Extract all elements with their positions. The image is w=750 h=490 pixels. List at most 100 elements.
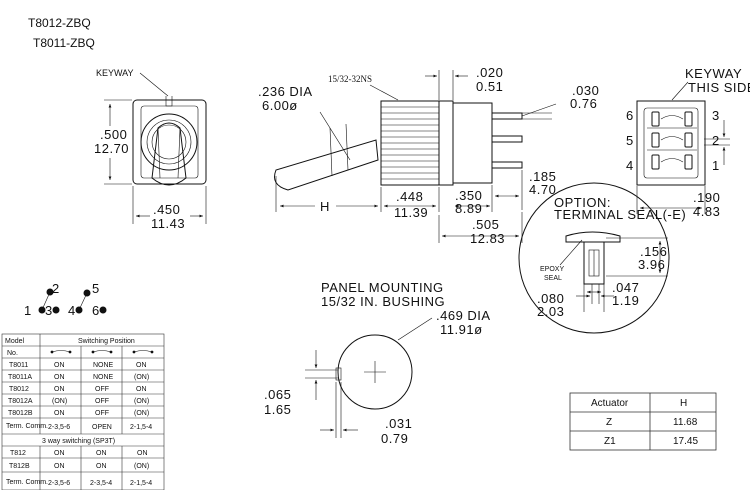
- table-row-model: T8012A: [8, 398, 33, 405]
- table-row-model: T8012B: [8, 410, 33, 417]
- rear-keyway-label: KEYWAY: [685, 66, 742, 81]
- schem-pin-3: 3: [45, 303, 53, 318]
- gap-mm: 0.51: [476, 79, 503, 94]
- table-cell: 2-3,5-6: [48, 424, 70, 431]
- panel-flat-in: .065: [264, 387, 291, 402]
- actuator-table: Actuator H Z 11.68 Z1 17.45: [569, 392, 717, 451]
- thread-label: 15/32-32NS: [328, 74, 372, 84]
- toggle-dia-in: .236 DIA: [258, 84, 313, 99]
- table-cell: (ON): [134, 374, 149, 381]
- table-header-no: No.: [7, 350, 18, 357]
- table-cell: 2-3,5-6: [48, 480, 70, 487]
- table-cell: 2-1,5-4: [130, 480, 152, 487]
- total-len-in: .505: [472, 217, 499, 232]
- table-cell: ON: [54, 450, 65, 457]
- seal-dim3-in: .080: [537, 291, 564, 306]
- table-header-model: Model: [5, 338, 25, 345]
- seal-detail: OPTION: TERMINAL SEAL(-E) EPOXY SEAL .15…: [518, 182, 686, 334]
- seal-dim1-mm: 3.96: [638, 257, 665, 272]
- table-cell: OPEN: [92, 424, 112, 431]
- table-cell: ON: [136, 362, 147, 369]
- bushing-len-mm: 11.39: [394, 205, 428, 220]
- table-cell: ON: [54, 386, 65, 393]
- table-row-model: T812B: [9, 463, 30, 470]
- term-thick-mm: 0.76: [570, 96, 597, 111]
- front-width-in: .450: [153, 202, 180, 217]
- h-label: H: [320, 199, 330, 214]
- panel-dia-mm: 11.91ø: [440, 322, 483, 337]
- term-thick-in: .030: [572, 83, 599, 98]
- panel-mounting: PANEL MOUNTING 15/32 IN. BUSHING .469 DI…: [264, 280, 491, 446]
- table-cell: 2-1,5-4: [130, 424, 152, 431]
- term-len-in: .185: [529, 169, 556, 184]
- model-title-1: T8012-ZBQ: [28, 16, 91, 30]
- body-len-mm: 8.89: [455, 201, 482, 216]
- actuator-z1-h: 17.45: [673, 436, 698, 447]
- actuator-z: Z: [606, 417, 612, 428]
- table-term-label: Term. Comm.: [6, 479, 48, 486]
- panel-key-in: .031: [385, 416, 412, 431]
- table-cell: 2-3,5-4: [90, 480, 112, 487]
- keyway-label: KEYWAY: [96, 68, 134, 78]
- switch-schematic: 1 2 3 4 5 6: [24, 281, 107, 318]
- panel-dia-in: .469 DIA: [436, 308, 491, 323]
- panel-label-2: 15/32 IN. BUSHING: [321, 294, 445, 309]
- table-cell: ON: [136, 386, 147, 393]
- seal-option: OPTION:: [554, 195, 611, 210]
- table-cell: ON: [137, 450, 148, 457]
- rear-width-mm: 4.83: [693, 204, 720, 219]
- pin-1: 1: [712, 158, 720, 173]
- pin-6: 6: [626, 108, 634, 123]
- side-view: 15/32-32NS .236 DIA 6.00ø: [258, 65, 599, 246]
- table-cell: ON: [96, 450, 107, 457]
- front-width-mm: 11.43: [151, 216, 185, 231]
- table-cell: OFF: [95, 398, 109, 405]
- table-spdt-label: 3 way switching (SP3T): [42, 438, 115, 445]
- model-title-2: T8011-ZBQ: [33, 36, 95, 50]
- table-cell: (ON): [52, 398, 67, 405]
- front-height-in: .500: [100, 127, 127, 142]
- table-header-pos: Switching Position: [78, 338, 135, 345]
- rear-keyway-sub: THIS SIDE: [688, 80, 750, 95]
- table-term-label: Term. Comm.: [6, 423, 48, 430]
- body-len-in: .350: [455, 188, 482, 203]
- table-row-model: T8011A: [8, 374, 32, 381]
- seal-option-name: TERMINAL SEAL(-E): [554, 207, 686, 222]
- epoxy-label: EPOXY: [540, 266, 564, 273]
- table-row-model: T812: [10, 450, 26, 457]
- seal-dim2-mm: 1.19: [612, 293, 639, 308]
- table-cell: (ON): [134, 410, 149, 417]
- table-row-model: T8012: [9, 386, 29, 393]
- total-len-mm: 12.83: [470, 231, 505, 246]
- schem-pin-5: 5: [92, 281, 100, 296]
- actuator-header: Actuator: [591, 398, 629, 409]
- rear-width-in: .190: [693, 190, 720, 205]
- actuator-z1: Z1: [604, 436, 616, 447]
- panel-flat-mm: 1.65: [264, 402, 291, 417]
- schem-pin-2: 2: [52, 281, 60, 296]
- term-len-mm: 4.70: [529, 182, 556, 197]
- bushing-len-in: .448: [396, 189, 423, 204]
- pin-2: 2: [712, 133, 720, 148]
- seal-dim1-in: .156: [640, 244, 667, 259]
- table-cell: NONE: [93, 374, 114, 381]
- table-cell: OFF: [95, 386, 109, 393]
- gap-in: .020: [476, 65, 503, 80]
- table-row-model: T8011: [9, 362, 28, 369]
- panel-key-mm: 0.79: [381, 431, 408, 446]
- table-cell: (ON): [134, 463, 149, 470]
- seal-dim3-mm: 2.03: [537, 304, 564, 319]
- table-cell: ON: [54, 463, 65, 470]
- table-cell: ON: [54, 410, 65, 417]
- toggle-dia-mm: 6.00ø: [262, 98, 298, 113]
- table-cell: NONE: [93, 362, 114, 369]
- model-table: Model No. Switching Position T8011 ON NO…: [1, 333, 165, 490]
- table-cell: (ON): [134, 398, 149, 405]
- table-cell: ON: [54, 362, 65, 369]
- rear-view: KEYWAY THIS SIDE 6 3 5 2 4 1 .190 4.83: [626, 66, 750, 219]
- table-cell: OFF: [95, 410, 109, 417]
- epoxy-seal-label: SEAL: [544, 275, 562, 282]
- front-height-mm: 12.70: [94, 141, 129, 156]
- h-header: H: [680, 398, 687, 409]
